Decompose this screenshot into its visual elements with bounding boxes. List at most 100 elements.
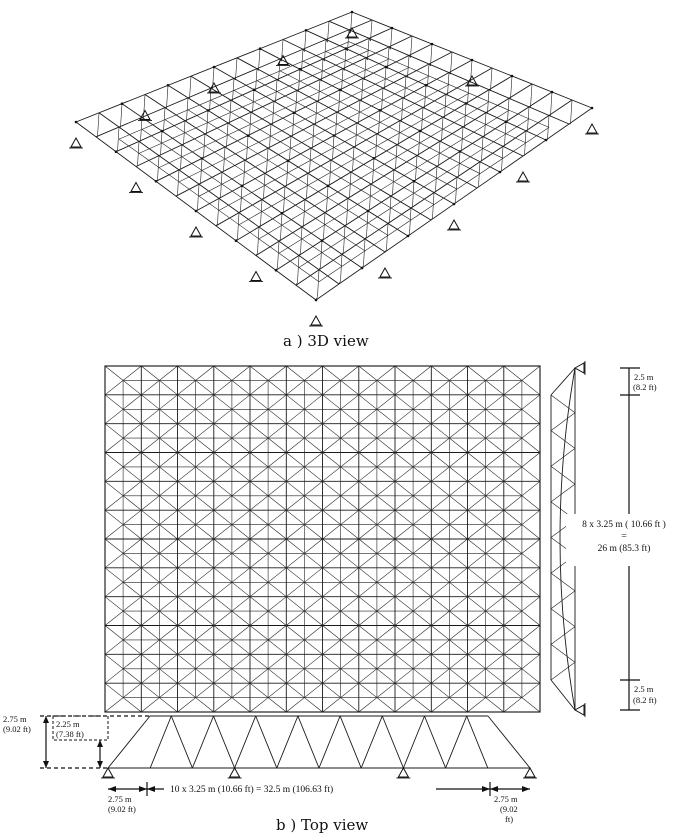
side-web bbox=[550, 661, 576, 681]
iso-web bbox=[286, 160, 289, 186]
iso-web bbox=[304, 30, 307, 52]
iso-web bbox=[160, 131, 163, 156]
iso-web bbox=[441, 117, 444, 142]
iso-support bbox=[139, 109, 151, 120]
iso-web bbox=[358, 100, 361, 124]
iso-web bbox=[421, 107, 424, 132]
iso-web bbox=[384, 66, 387, 90]
iso-web bbox=[229, 100, 232, 124]
iso-web bbox=[292, 112, 295, 137]
iso-web bbox=[504, 121, 507, 146]
iso-web bbox=[303, 199, 306, 226]
elev-right-overhang-m: 2.75 m bbox=[494, 794, 518, 804]
iso-support bbox=[277, 54, 289, 65]
iso-web bbox=[456, 175, 459, 178]
iso-joint bbox=[120, 102, 124, 105]
elev-arrow-head bbox=[97, 740, 103, 747]
iso-web bbox=[297, 255, 300, 283]
iso-bottom-chord bbox=[210, 99, 412, 221]
iso-web bbox=[418, 130, 421, 156]
iso-web bbox=[350, 171, 353, 173]
iso-web bbox=[307, 172, 310, 174]
iso-web bbox=[189, 76, 192, 99]
iso-bottom-chord bbox=[141, 129, 343, 267]
iso-support bbox=[466, 74, 478, 86]
iso-web bbox=[341, 68, 344, 92]
iso-web bbox=[304, 197, 307, 200]
iso-web bbox=[461, 126, 464, 152]
iso-web bbox=[200, 158, 203, 184]
iso-web bbox=[324, 39, 327, 62]
iso-joint bbox=[320, 239, 324, 242]
elev-arrow-head bbox=[482, 786, 490, 792]
iso-joint bbox=[194, 209, 198, 213]
elev-web bbox=[255, 715, 278, 769]
elev-left-overhang-m: 2.75 m bbox=[108, 794, 132, 804]
iso-web bbox=[235, 57, 238, 81]
iso-web bbox=[347, 196, 350, 199]
iso-web bbox=[117, 127, 120, 152]
side-web bbox=[550, 644, 576, 663]
iso-web bbox=[395, 144, 398, 170]
iso-joint bbox=[464, 102, 468, 105]
iso-joint bbox=[240, 184, 244, 188]
elev-web bbox=[170, 715, 193, 769]
iso-web bbox=[481, 136, 484, 162]
iso-web bbox=[309, 148, 312, 173]
elev-web bbox=[276, 715, 299, 769]
iso-joint bbox=[234, 239, 238, 242]
iso-web bbox=[381, 87, 384, 112]
iso-web bbox=[464, 103, 467, 128]
iso-web bbox=[455, 177, 458, 203]
iso-web bbox=[243, 160, 246, 185]
iso-web bbox=[375, 133, 378, 158]
iso-web bbox=[295, 282, 298, 286]
iso-web bbox=[410, 35, 413, 58]
iso-web bbox=[321, 58, 324, 82]
iso-web bbox=[329, 160, 332, 185]
elev-web bbox=[234, 715, 257, 769]
iso-web bbox=[364, 57, 367, 80]
elev-support bbox=[102, 766, 114, 778]
iso-bottom-chord bbox=[238, 92, 470, 225]
elev-span-label-mask bbox=[164, 782, 436, 795]
iso-web bbox=[301, 224, 304, 228]
elev-right-overhang-ft-2: ft) bbox=[505, 814, 513, 824]
iso-web bbox=[398, 120, 401, 145]
iso-web bbox=[120, 103, 123, 128]
iso-web bbox=[261, 197, 264, 200]
caption-top-view: b ) Top view bbox=[276, 816, 368, 834]
iso-web bbox=[246, 135, 249, 160]
iso-web bbox=[344, 223, 347, 226]
elev-web bbox=[466, 715, 489, 769]
side-curved-chord bbox=[559, 367, 576, 711]
iso-web bbox=[323, 212, 326, 239]
iso-web bbox=[278, 58, 281, 82]
iso-web bbox=[157, 155, 160, 181]
elev-arrow-head bbox=[490, 786, 498, 792]
side-web bbox=[550, 394, 576, 414]
iso-web bbox=[226, 122, 229, 147]
elev-web bbox=[213, 715, 236, 769]
iso-web bbox=[203, 133, 206, 159]
iso-web bbox=[349, 172, 352, 198]
elev-support bbox=[524, 766, 536, 778]
iso-support bbox=[346, 26, 358, 38]
iso-web bbox=[318, 79, 321, 103]
iso-web bbox=[501, 146, 504, 172]
iso-web bbox=[220, 172, 223, 198]
iso-web bbox=[215, 223, 218, 226]
iso-bottom-chord bbox=[298, 118, 530, 268]
elev-support bbox=[228, 766, 241, 778]
iso-web bbox=[223, 146, 226, 172]
iso-web bbox=[301, 49, 304, 72]
iso-support bbox=[517, 170, 529, 182]
space-truss-front-elevation bbox=[101, 715, 537, 779]
iso-joint bbox=[274, 269, 278, 272]
elev-arrow-head bbox=[43, 716, 49, 723]
iso-web bbox=[444, 94, 447, 118]
space-truss-3d-view bbox=[69, 10, 599, 327]
iso-joint bbox=[304, 29, 308, 32]
elev-web bbox=[381, 715, 404, 769]
iso-support bbox=[70, 136, 82, 148]
